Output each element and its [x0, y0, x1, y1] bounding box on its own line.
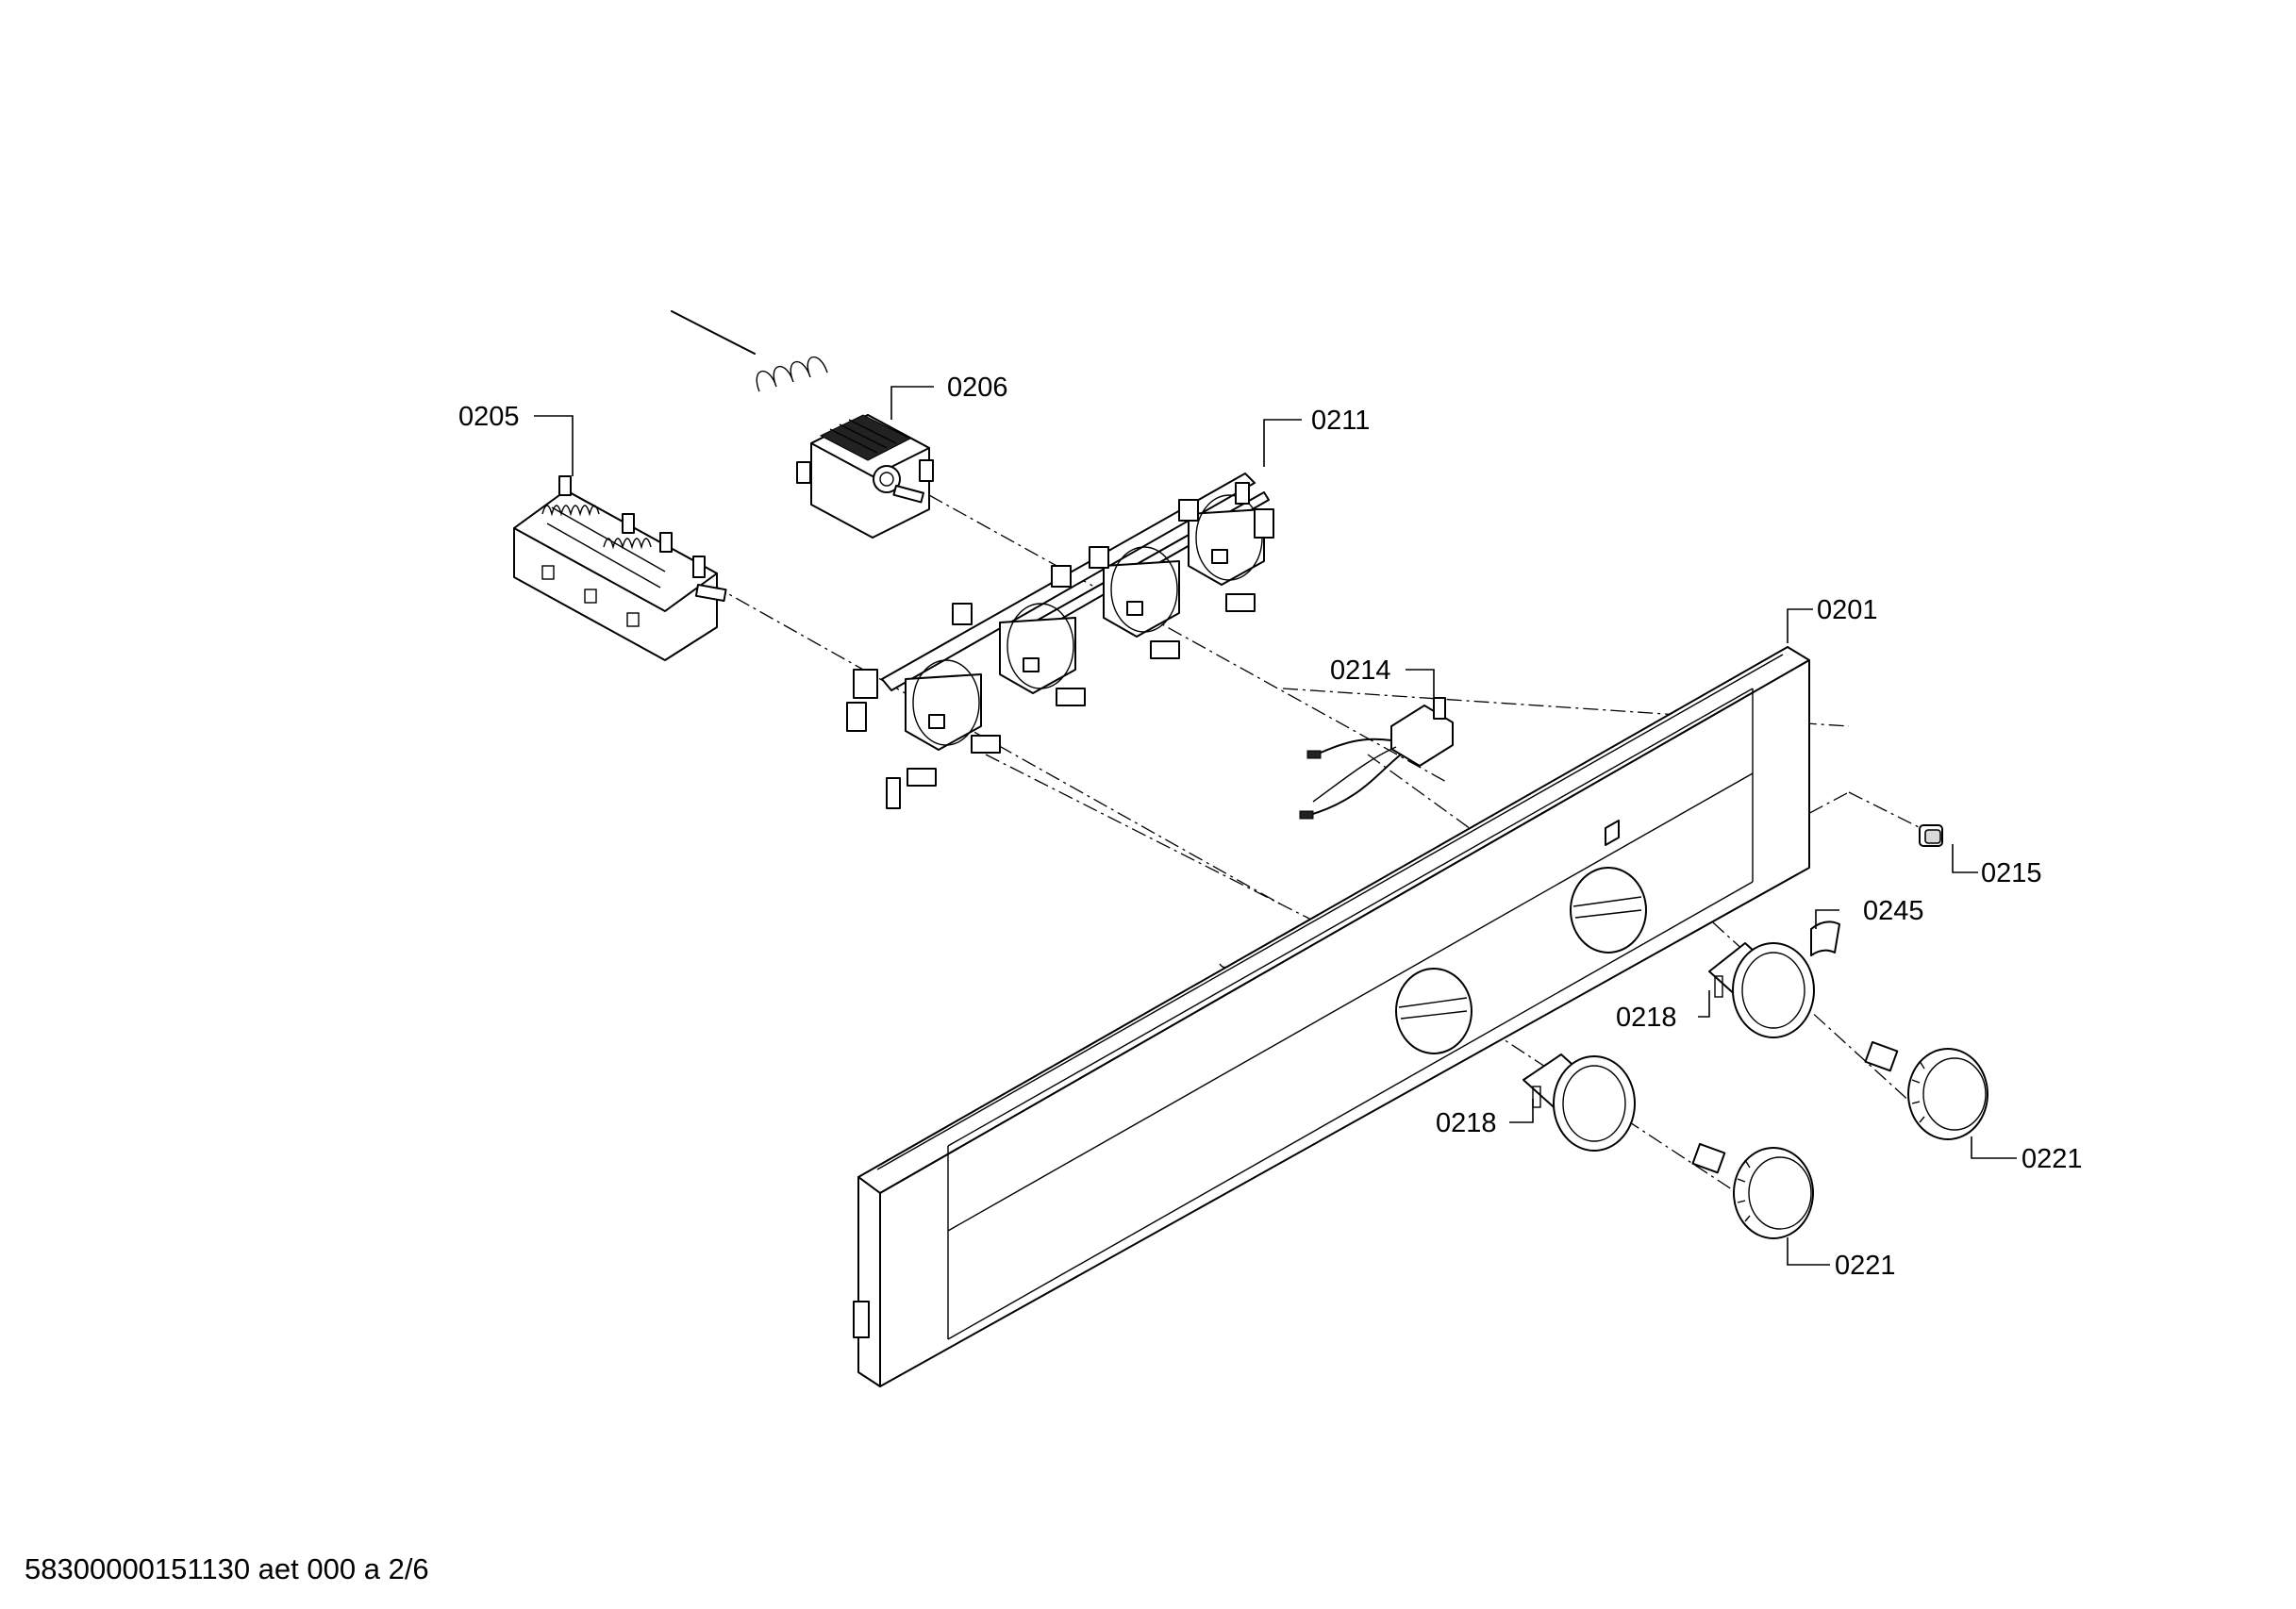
- part-0215-lamp-lens: [1919, 824, 1943, 847]
- part-0205-rotary-switch: [513, 475, 727, 661]
- part-0221-knob-upper: [1864, 1041, 1988, 1140]
- callout-0221-upper: 0221: [2021, 1144, 2083, 1174]
- leader-lines: [534, 386, 2017, 1266]
- callout-labels: 0205 0206 0211 0201 0214 0215 0245 0218 …: [458, 373, 2083, 1281]
- callout-0218-lower: 0218: [1436, 1108, 1497, 1138]
- callout-0215: 0215: [1981, 858, 2042, 888]
- part-0221-knob-lower: [1691, 1143, 1814, 1239]
- callout-0245: 0245: [1863, 896, 1924, 926]
- document-code: 58300000151130 aet 000 a 2/6: [25, 1552, 429, 1585]
- callout-0218-upper: 0218: [1616, 1003, 1677, 1033]
- part-0218-bezel-upper: [1708, 942, 1815, 1038]
- part-0218-bezel-lower: [1522, 1053, 1636, 1152]
- callout-0214: 0214: [1330, 655, 1391, 686]
- callout-0201: 0201: [1817, 595, 1878, 625]
- callout-0206: 0206: [947, 373, 1008, 403]
- part-0214-indicator-lamp: [1299, 697, 1454, 820]
- part-0201-control-panel: [853, 646, 1810, 1387]
- callout-0205: 0205: [458, 402, 520, 432]
- part-0211-switch-holder: [846, 473, 1274, 809]
- part-0206-thermostat: [671, 310, 934, 539]
- part-0245-knob-insert: [1810, 921, 1840, 956]
- callout-0221-lower: 0221: [1835, 1251, 1896, 1281]
- callout-0211: 0211: [1311, 406, 1370, 436]
